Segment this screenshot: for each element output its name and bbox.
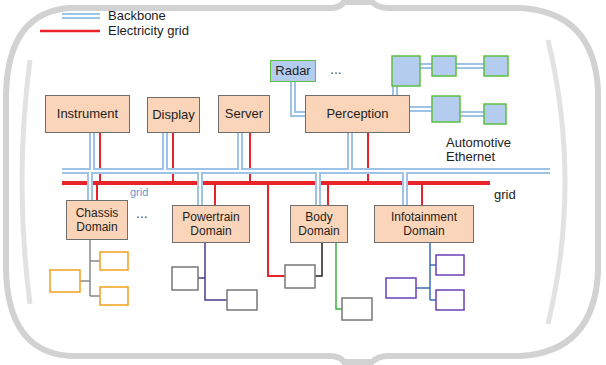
box-label: Powertrain Domain xyxy=(177,210,245,238)
windshield xyxy=(22,60,30,304)
ecu-box: Body Domain xyxy=(290,205,348,243)
grid-sample xyxy=(40,30,100,33)
box-label: Instrument xyxy=(57,107,118,121)
legend-text: Backbone xyxy=(108,9,166,23)
backbone-line xyxy=(62,66,550,205)
car-outline xyxy=(6,2,598,362)
electricity-grid xyxy=(62,181,490,185)
box-label: Server xyxy=(225,107,263,121)
electricity-wire xyxy=(62,133,490,276)
ellipsis: ... xyxy=(136,206,148,220)
backbone-line-core xyxy=(62,66,550,205)
backbone-stroke xyxy=(293,82,305,114)
infotainment-ecu xyxy=(386,255,464,310)
ecu-box: Server xyxy=(218,95,270,133)
ecu-box: Radar xyxy=(270,60,316,82)
chassis-ecu xyxy=(50,252,128,305)
box-label: Body Domain xyxy=(295,210,343,238)
backbone-connector xyxy=(293,82,305,114)
box-label: Perception xyxy=(326,107,388,121)
grid-label: grid xyxy=(494,188,516,202)
grid-label: grid xyxy=(130,185,148,199)
body-ecu xyxy=(285,265,372,320)
powertrain-ecu xyxy=(172,267,257,310)
ecu-box: Display xyxy=(147,97,200,133)
box-label: Infotainment Domain xyxy=(379,210,469,238)
rear-window xyxy=(548,40,565,324)
ecu-box: Chassis Domain xyxy=(66,200,128,240)
chassis-bus xyxy=(80,240,100,296)
backbone-sample-core xyxy=(62,15,100,17)
ecu-box: Infotainment Domain xyxy=(374,205,474,243)
ecu-box: Instrument xyxy=(45,95,130,133)
powertrain-bus xyxy=(198,243,227,300)
bus-label: Automotive Ethernet xyxy=(446,136,546,164)
ecu-box: Powertrain Domain xyxy=(172,205,250,243)
ellipsis: ... xyxy=(330,62,342,76)
backbone-stroke xyxy=(293,82,305,114)
box-label: Radar xyxy=(275,64,310,78)
backbone-sample xyxy=(62,13,100,19)
box-label: Chassis Domain xyxy=(71,206,123,234)
ecu-box: Perception xyxy=(305,95,410,133)
infotainment-bus xyxy=(416,243,436,300)
body-bus xyxy=(315,243,322,276)
legend-text: Electricity grid xyxy=(108,24,189,38)
box-label: Display xyxy=(152,108,195,122)
body-bus xyxy=(336,243,342,309)
